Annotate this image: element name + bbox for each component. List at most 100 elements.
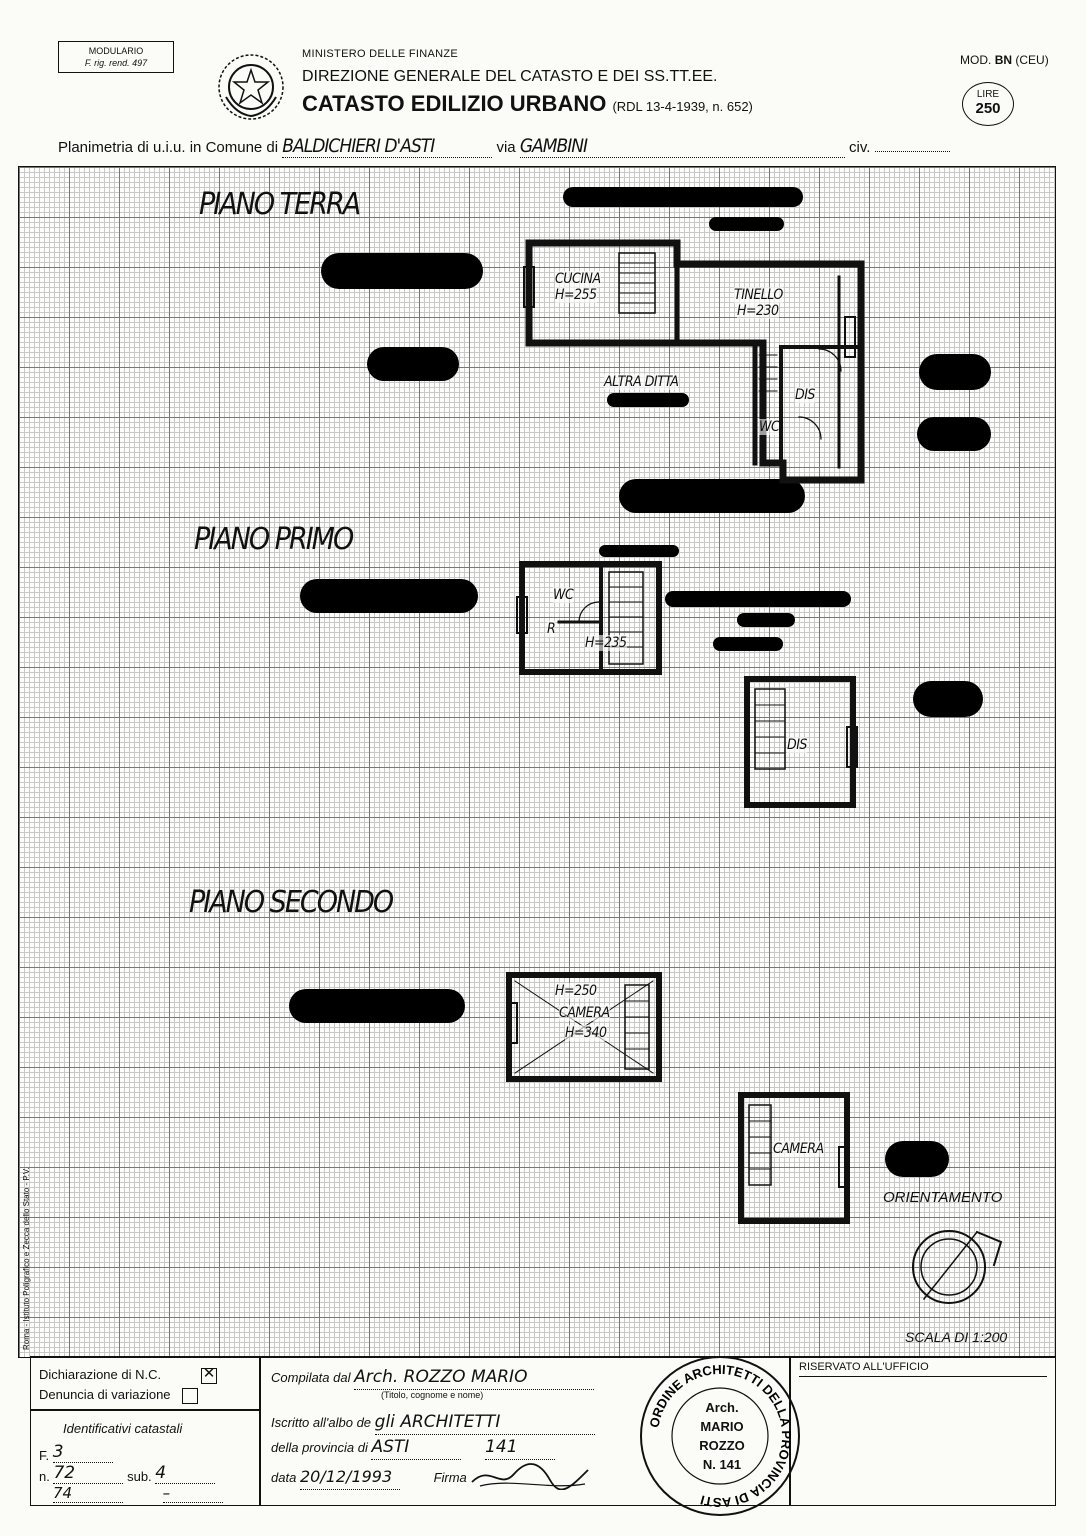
compilata-field: Arch. ROZZO MARIO	[354, 1365, 595, 1390]
plan-prefix: Planimetria di u.i.u. in Comune di	[58, 139, 279, 156]
compilata-label: Compilata dal	[271, 1370, 351, 1385]
stamp-number: N. 141	[702, 1457, 742, 1472]
firma-label: Firma	[433, 1470, 467, 1485]
comune-field: BALDICHIERI D'ASTI	[282, 135, 493, 158]
catasto-title-text: CATASTO EDILIZIO URBANO	[302, 91, 607, 116]
room-label-dis-primo: DIS	[787, 737, 807, 753]
data-row: data 20/12/1993 Firma	[271, 1460, 779, 1491]
modulario-subtitle: F. rig. rend. 497	[84, 58, 148, 68]
mod-suffix: (CEU)	[1015, 53, 1049, 67]
compilata-hint: (Titolo, cognome e nome)	[381, 1390, 484, 1400]
civ-label: civ.	[848, 139, 871, 156]
redaction	[919, 354, 991, 390]
lire-word: LIRE	[976, 89, 1000, 100]
stamp-arch: Arch.	[705, 1400, 739, 1415]
identificativi-box: Identificativi catastali F. 3 n. 72 sub.…	[30, 1410, 260, 1506]
redaction	[917, 417, 991, 451]
architect-stamp: ORDINE ARCHITETTI DELLA PROVINCIA DI AST…	[640, 1356, 800, 1516]
sub-field: 4	[155, 1463, 216, 1484]
modulario-box: MODULARIO F. rig. rend. 497	[58, 41, 174, 73]
identificativi-title: Identificativi catastali	[63, 1421, 183, 1436]
redaction	[300, 579, 478, 613]
declaration-box: Dichiarazione di N.C. Denuncia di variaz…	[30, 1356, 260, 1410]
room-label-tinello: TINELLO	[734, 287, 783, 303]
redaction	[885, 1141, 949, 1177]
provincia-row: della provincia di ASTI 141	[271, 1435, 779, 1460]
redaction	[619, 479, 805, 513]
ministero-label: MINISTERO DELLE FINANZE	[302, 48, 459, 60]
floor-plan-grid: PIANO TERRA PIANO PRIMO PIANO SECONDO	[18, 166, 1056, 1358]
denuncia-label: Denuncia di variazione	[39, 1387, 171, 1402]
dichiarazione-row: Dichiarazione di N.C.	[39, 1364, 251, 1385]
plan-piano-primo-b	[744, 676, 858, 808]
iscrizione-numero-field: 141	[485, 1435, 556, 1460]
dichiarazione-checkbox[interactable]	[200, 1364, 217, 1384]
room-label-wc-terra: WC	[759, 419, 780, 435]
foglio-field: 3	[52, 1442, 113, 1463]
catasto-title: CATASTO EDILIZIO URBANO (RDL 13-4-1939, …	[302, 91, 753, 117]
plan-line: Planimetria di u.i.u. in Comune di BALDI…	[58, 135, 1058, 158]
floor-title-terra: PIANO TERRA	[199, 187, 361, 222]
via-field: GAMBINI	[519, 135, 845, 158]
redaction	[321, 253, 483, 289]
via-label: via	[496, 139, 516, 156]
numero-row-2: 74 –	[39, 1484, 251, 1503]
numero-field-2: 74	[53, 1484, 123, 1503]
plan-piano-secondo-b	[738, 1092, 850, 1224]
redaction	[709, 217, 784, 231]
iscritto-label: Iscritto all'albo de	[271, 1415, 372, 1430]
room-label-dis-terra: DIS	[795, 387, 815, 403]
redaction	[737, 613, 795, 627]
compilata-row: Compilata dal Arch. ROZZO MARIO	[271, 1365, 779, 1390]
provincia-field: ASTI	[371, 1435, 462, 1460]
floor-plans-svg	[506, 239, 1003, 1304]
reserved-office-box: RISERVATO ALL'UFFICIO	[790, 1356, 1056, 1506]
stamp-name-2: ROZZO	[699, 1438, 745, 1453]
room-label-wc-primo: WC	[553, 587, 574, 603]
room-label-h250: H=250	[555, 983, 597, 999]
redaction	[713, 637, 783, 651]
mod-code: MOD. BN (CEU)	[960, 53, 1049, 67]
room-label-camera-secondo-b: CAMERA	[773, 1141, 824, 1157]
denuncia-row: Denuncia di variazione	[39, 1385, 251, 1405]
provincia-label: della provincia di	[271, 1440, 368, 1455]
redaction	[607, 393, 689, 407]
room-label-cucina: CUCINA	[555, 271, 601, 287]
redaction	[367, 347, 459, 381]
stamp-ring-icon: ORDINE ARCHITETTI DELLA PROVINCIA DI AST…	[647, 1362, 795, 1510]
numero-label: n.	[39, 1469, 50, 1484]
sub-field-2: –	[162, 1484, 223, 1503]
iscritto-field: gli ARCHITETTI	[374, 1410, 595, 1435]
redaction	[563, 187, 803, 207]
data-field: 20/12/1993	[299, 1465, 400, 1490]
room-label-tinello-height: H=230	[737, 303, 779, 319]
north-arrow-icon	[912, 1230, 1003, 1304]
riservato-label: RISERVATO ALL'UFFICIO	[799, 1361, 1047, 1377]
mod-code-value: BN	[994, 53, 1013, 67]
room-label-h340: H=340	[565, 1025, 607, 1041]
stamp-center: Arch. MARIO ROZZO N. 141	[684, 1398, 760, 1474]
mod-prefix: MOD.	[960, 53, 992, 67]
room-label-altra-ditta: ALTRA DITTA	[604, 374, 679, 390]
denuncia-checkbox[interactable]	[182, 1387, 199, 1404]
room-label-r: R	[547, 621, 556, 637]
foglio-label: F.	[39, 1448, 50, 1463]
room-label-h235: H=235	[585, 635, 627, 651]
lire-stamp: LIRE 250	[962, 82, 1014, 126]
data-label: data	[271, 1470, 297, 1485]
civ-field	[874, 151, 950, 152]
numero-field: 72	[53, 1463, 124, 1484]
modulario-title: MODULARIO	[88, 46, 144, 56]
room-label-camera-secondo-a: CAMERA	[559, 1005, 610, 1021]
sub-label: sub.	[127, 1469, 152, 1484]
compiler-box: Compilata dal Arch. ROZZO MARIO (Titolo,…	[260, 1356, 790, 1506]
floor-title-primo: PIANO PRIMO	[194, 522, 354, 557]
redaction	[913, 681, 983, 717]
scale-label: SCALA DI 1:200	[905, 1329, 1008, 1345]
footer-form: Dichiarazione di N.C. Denuncia di variaz…	[30, 1356, 1056, 1506]
redaction	[665, 591, 851, 607]
floor-title-secondo: PIANO SECONDO	[189, 885, 394, 920]
plan-piano-terra	[523, 239, 865, 484]
printer-imprint: Roma - Istituto Poligrafico e Zecca dell…	[22, 1167, 31, 1350]
rdl-reference: (RDL 13-4-1939, n. 652)	[612, 99, 753, 114]
